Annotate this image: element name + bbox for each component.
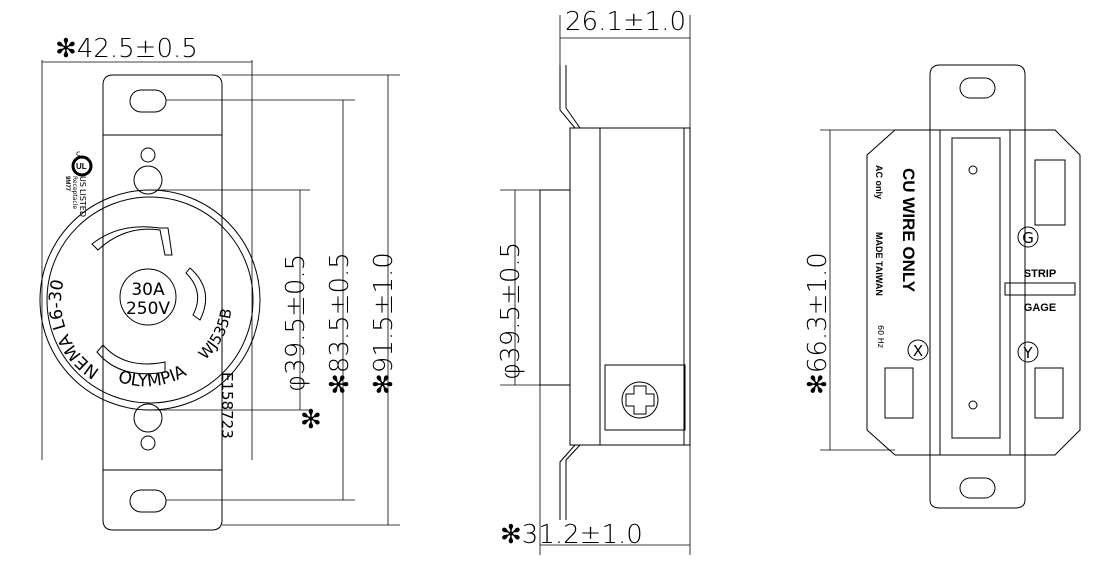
terminal-screw: [621, 381, 659, 419]
mounting-plate: [102, 74, 223, 531]
rivet: [968, 400, 978, 410]
blade-slot: [185, 267, 207, 321]
made-in-label: MADE TAIWAN: [874, 232, 884, 296]
model-label: WJ535B: [195, 307, 236, 363]
asterisk-mark: ✻: [300, 405, 322, 435]
terminal-x-clamp: [884, 367, 914, 419]
blade-slot: [91, 226, 173, 256]
gage-label: GAGE: [1024, 302, 1056, 314]
hole: [140, 435, 156, 451]
hole: [133, 165, 163, 195]
receptacle-face-inner: [46, 196, 254, 404]
center-strip: [951, 137, 1001, 439]
hole: [133, 403, 163, 433]
diameter-dimension: φ39.5±0.5: [281, 254, 311, 392]
bracket-bottom: [559, 444, 581, 520]
terminal-y-marker: [1017, 341, 1039, 363]
ul-logo: [71, 155, 93, 177]
strip-label: STRIP: [1024, 268, 1056, 280]
back-view: CU WIRE ONLY AC only MADE TAIWAN 60 Hz G…: [803, 64, 1081, 509]
terminal-y-label: Y: [1022, 344, 1033, 362]
terminal-g-label: G: [1022, 229, 1034, 247]
hole: [140, 147, 156, 163]
side-diameter-dimension: φ39.5±0.5: [496, 242, 526, 380]
terminal-g-marker: [1017, 226, 1039, 248]
hole-span-dimension: ✻83.5±0.5: [325, 252, 355, 395]
back-slot-bottom: [959, 477, 996, 499]
brand-label: OLYMPIA: [116, 361, 190, 391]
height-dimension: ✻91.5±1.0: [369, 252, 399, 395]
nema-label: NEMA L6-30: [46, 278, 103, 383]
mounting-slot-bottom: [129, 489, 167, 513]
front-view: ✻42.5±0.5 30A 250V NEMA L6-30 OLYMPIA WJ…: [39, 34, 400, 531]
ul-listed-mark: c UL US LISTED Receptacle 9M77: [64, 149, 93, 217]
width-dimension: ✻42.5±0.5: [55, 34, 198, 64]
ul-us: US: [78, 176, 87, 187]
ground-terminal: [1034, 159, 1066, 226]
rating-circle: [119, 268, 177, 326]
rating-amps: 30A: [131, 280, 165, 300]
back-height-dimension: ✻66.3±1.0: [803, 252, 833, 395]
cu-wire-label: CU WIRE ONLY: [899, 168, 918, 293]
ul-type: Receptacle: [71, 176, 78, 209]
terminal-y-clamp: [1034, 367, 1064, 419]
back-mounting-plate: [929, 64, 1026, 509]
ul-listed: LISTED: [78, 189, 87, 217]
mounting-slot-top: [129, 89, 167, 113]
file-number: E158723: [218, 372, 236, 439]
side-view: 26.1±1.0 φ39.5±0.5 ✻31.2±1.0: [496, 7, 691, 555]
face-block: [539, 189, 571, 386]
depth-dimension: 26.1±1.0: [565, 7, 686, 37]
rating-volts: 250V: [126, 299, 170, 319]
terminal-block: [604, 364, 686, 431]
ac-only-label: AC only: [874, 165, 884, 199]
ul-c: c: [76, 149, 80, 158]
rivet: [968, 165, 978, 175]
terminal-x-marker: [907, 339, 929, 361]
back-slot-top: [959, 77, 996, 99]
strip-gage-bar: [1004, 282, 1076, 296]
bracket-top: [559, 65, 581, 129]
blade-slot: [96, 344, 166, 375]
back-body: [866, 129, 1081, 456]
body: [569, 127, 691, 446]
ul-logo-text: UL: [76, 162, 87, 171]
frequency-label: 60 Hz: [876, 325, 885, 348]
terminal-x-label: X: [913, 342, 923, 360]
screw-cross-icon: [625, 385, 655, 415]
overall-depth-dimension: ✻31.2±1.0: [500, 520, 643, 550]
ul-code: 9M77: [64, 176, 70, 192]
